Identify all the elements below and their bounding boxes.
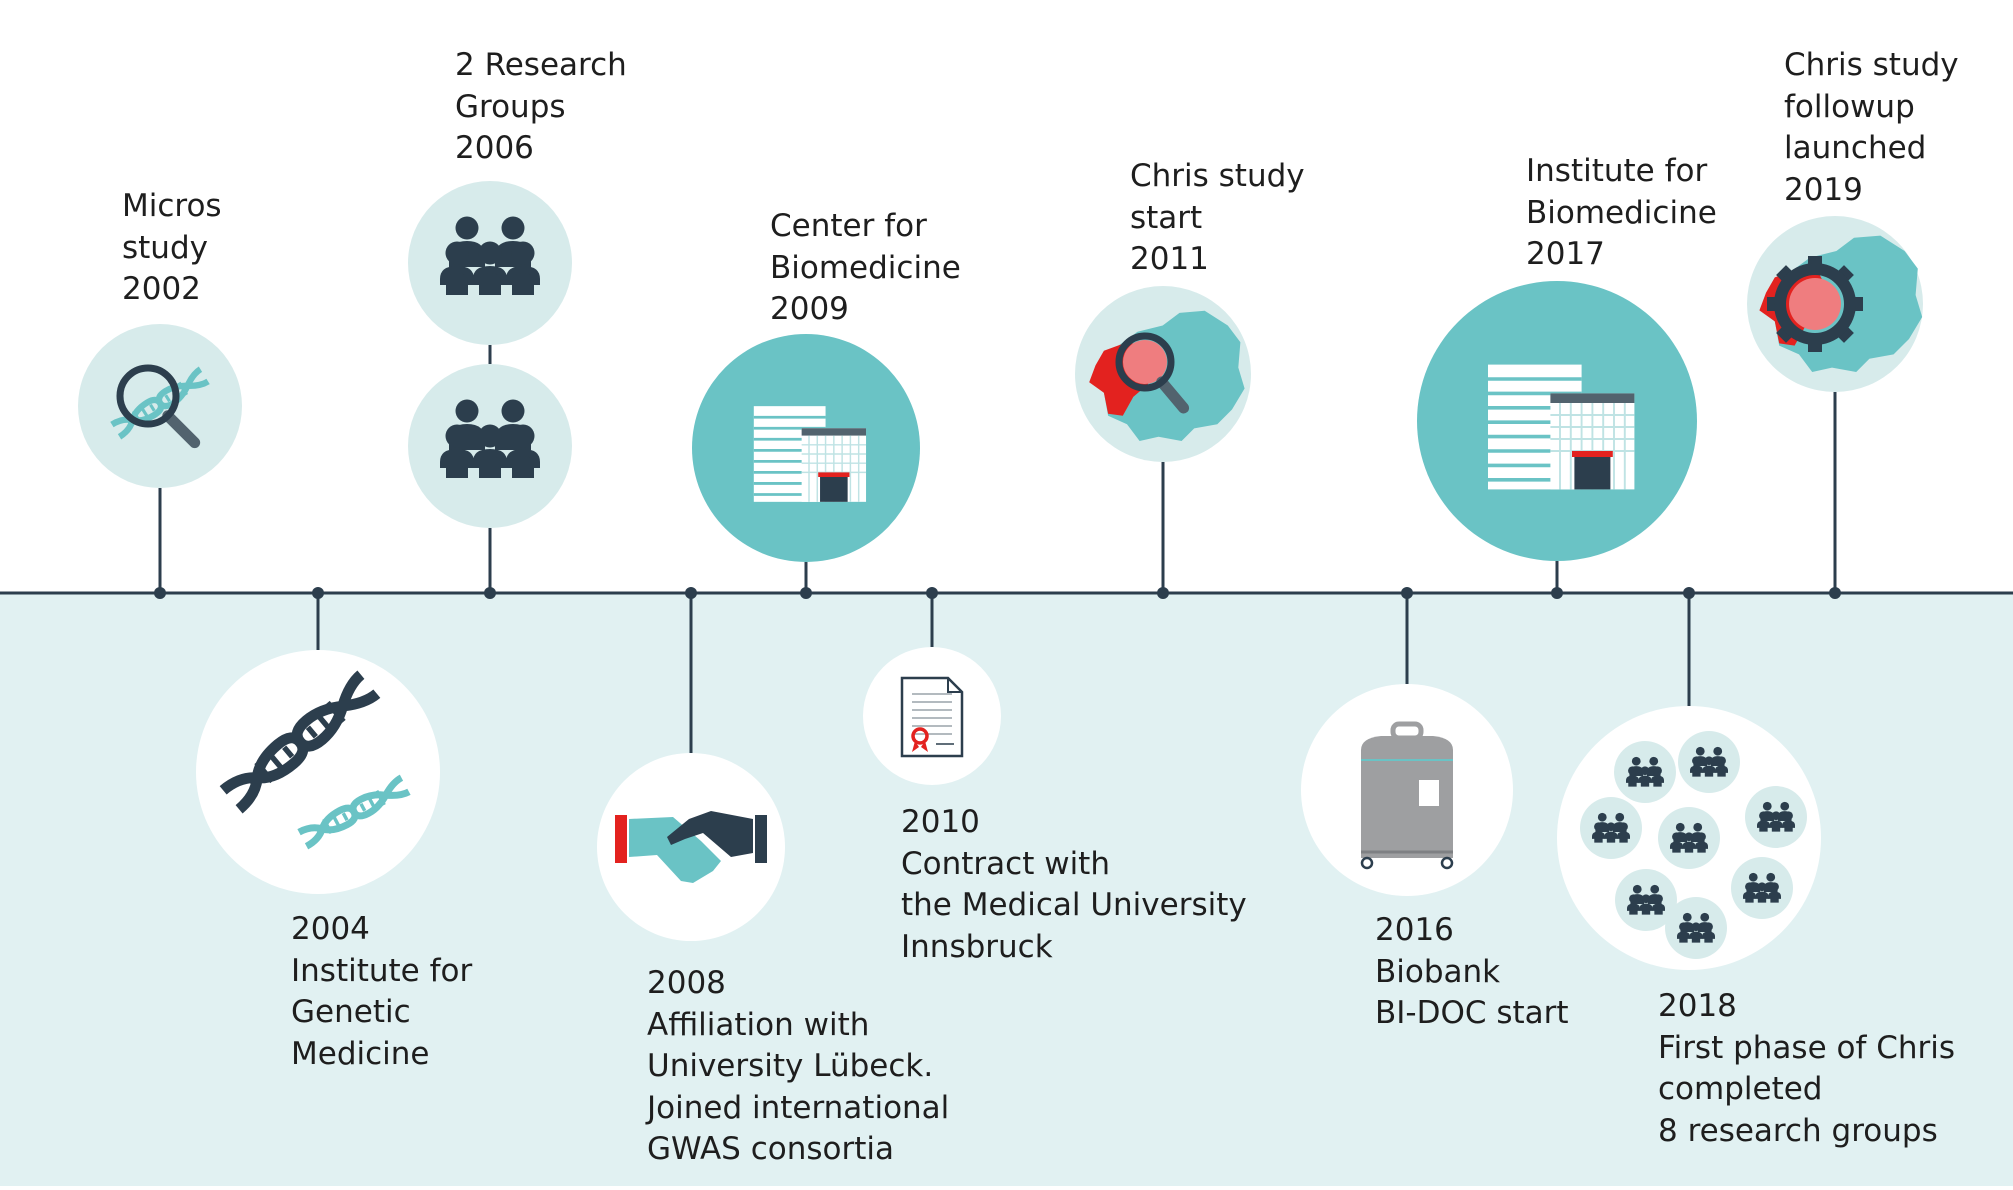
igm-2004-label-line: 2004 [291, 911, 370, 947]
cuff-dark [755, 815, 767, 863]
cbm-2009-label-line: 2009 [770, 291, 849, 327]
lens-fill [1123, 340, 1167, 384]
cuff-red [615, 815, 627, 863]
contract-2010-label-line: Innsbruck [901, 928, 1053, 965]
igm-2004-circle [196, 650, 440, 894]
chris-2019-label-line: 2019 [1784, 171, 1863, 208]
igm-2004-label-line: Medicine [291, 1035, 430, 1072]
hand-teal [629, 817, 721, 883]
chris-2011-dot [1157, 587, 1169, 599]
luebeck-2008-label-line: Affiliation with [647, 1006, 870, 1043]
research-groups-cluster-icon [1580, 731, 1807, 959]
contract-2010-label-line: the Medical University [901, 887, 1247, 923]
biobank-2016-label-line: 2016 [1375, 912, 1454, 948]
chris-2019-label: Chris study followup launched 2019 [1784, 45, 1959, 211]
groups-2006-label-line: Groups [455, 88, 566, 125]
biobank-2016-dot [1401, 587, 1413, 599]
contract-document-icon [900, 676, 964, 758]
ibm-2017-label-line: 2017 [1526, 236, 1605, 272]
luebeck-2008-dot [685, 587, 697, 599]
chris-2018-label-line: 2018 [1658, 988, 1737, 1024]
igm-2004-label-line: Genetic [291, 994, 411, 1030]
contract-2010-label-line: 2010 [901, 804, 980, 840]
chris-2018-label-line: First phase of Chris [1658, 1029, 1956, 1066]
micros-2002-label: Micros study 2002 [122, 186, 222, 311]
micros-2002-label-line: Micros [122, 188, 222, 224]
luebeck-2008-label-line: Joined international [647, 1089, 950, 1126]
magnifier-handle [162, 410, 201, 449]
gear-ring [1774, 263, 1856, 345]
chris-2018-label-line: 8 research groups [1658, 1112, 1938, 1149]
magnifier-handle [1156, 376, 1190, 414]
luebeck-2008-label-line: GWAS consortia [647, 1131, 895, 1167]
biobank-tank-icon [1360, 721, 1454, 870]
micros-2002-label-line: study [122, 229, 208, 266]
magnifier-lens [116, 364, 180, 428]
ibm-2017-label-line: Biomedicine [1526, 194, 1717, 231]
tank-wheel [1440, 856, 1454, 870]
contract-2010-dot [926, 587, 938, 599]
biobank-2016-label-line: Biobank [1375, 953, 1501, 990]
tank-label [1419, 780, 1439, 806]
igm-2004-dot [312, 587, 324, 599]
micros-2002-label-line: 2002 [122, 271, 201, 307]
hand-dark [667, 811, 753, 857]
document-fold [947, 678, 962, 693]
magnifier-dna-icon [112, 364, 208, 449]
chris-2011-label-line: Chris study [1130, 158, 1305, 194]
chris-2019-dot [1829, 587, 1841, 599]
cbm-2009-label-line: Center for [770, 208, 927, 244]
tank-handle [1390, 721, 1424, 741]
chris-2011-label-line: 2011 [1130, 241, 1209, 277]
seal [911, 727, 929, 745]
chris-2018-dot [1683, 587, 1695, 599]
document [900, 676, 964, 758]
chris-2018-label-line: completed [1658, 1071, 1823, 1107]
contract-2010-label-line: Contract with [901, 845, 1110, 882]
cbm-2009-dot [800, 587, 812, 599]
ibm-2017-label-line: Institute for [1526, 153, 1708, 189]
chris-2019-label-line: launched [1784, 130, 1927, 166]
seal-ribbon [912, 741, 928, 752]
chris-2011-label: Chris study start 2011 [1130, 156, 1305, 281]
biobank-2016-label-line: BI-DOC start [1375, 995, 1569, 1031]
groups-2006-dot [484, 587, 496, 599]
groups-2006-label-line: 2 Research [455, 47, 627, 83]
map-magnifier-icon [1089, 310, 1245, 441]
luebeck-2008-label-line: University Lübeck. [647, 1048, 934, 1084]
chris-2011-label-line: start [1130, 199, 1203, 236]
map-gear-icon [1759, 235, 1923, 372]
magnifier-lens [1115, 332, 1175, 392]
gear-center [1789, 278, 1841, 330]
luebeck-2008-label-line: 2008 [647, 965, 726, 1001]
cbm-2009-label-line: Biomedicine [770, 249, 961, 286]
ibm-2017-dot [1551, 587, 1563, 599]
tank-body [1361, 736, 1453, 858]
tank-wheel [1360, 856, 1374, 870]
chris-2019-label-line: followup [1784, 88, 1915, 125]
handshake-icon [615, 811, 767, 883]
igm-2004-label-line: Institute for [291, 952, 473, 989]
chris-2019-label-line: Chris study [1784, 47, 1959, 83]
micros-2002-dot [154, 587, 166, 599]
groups-2006-label-line: 2006 [455, 130, 534, 166]
